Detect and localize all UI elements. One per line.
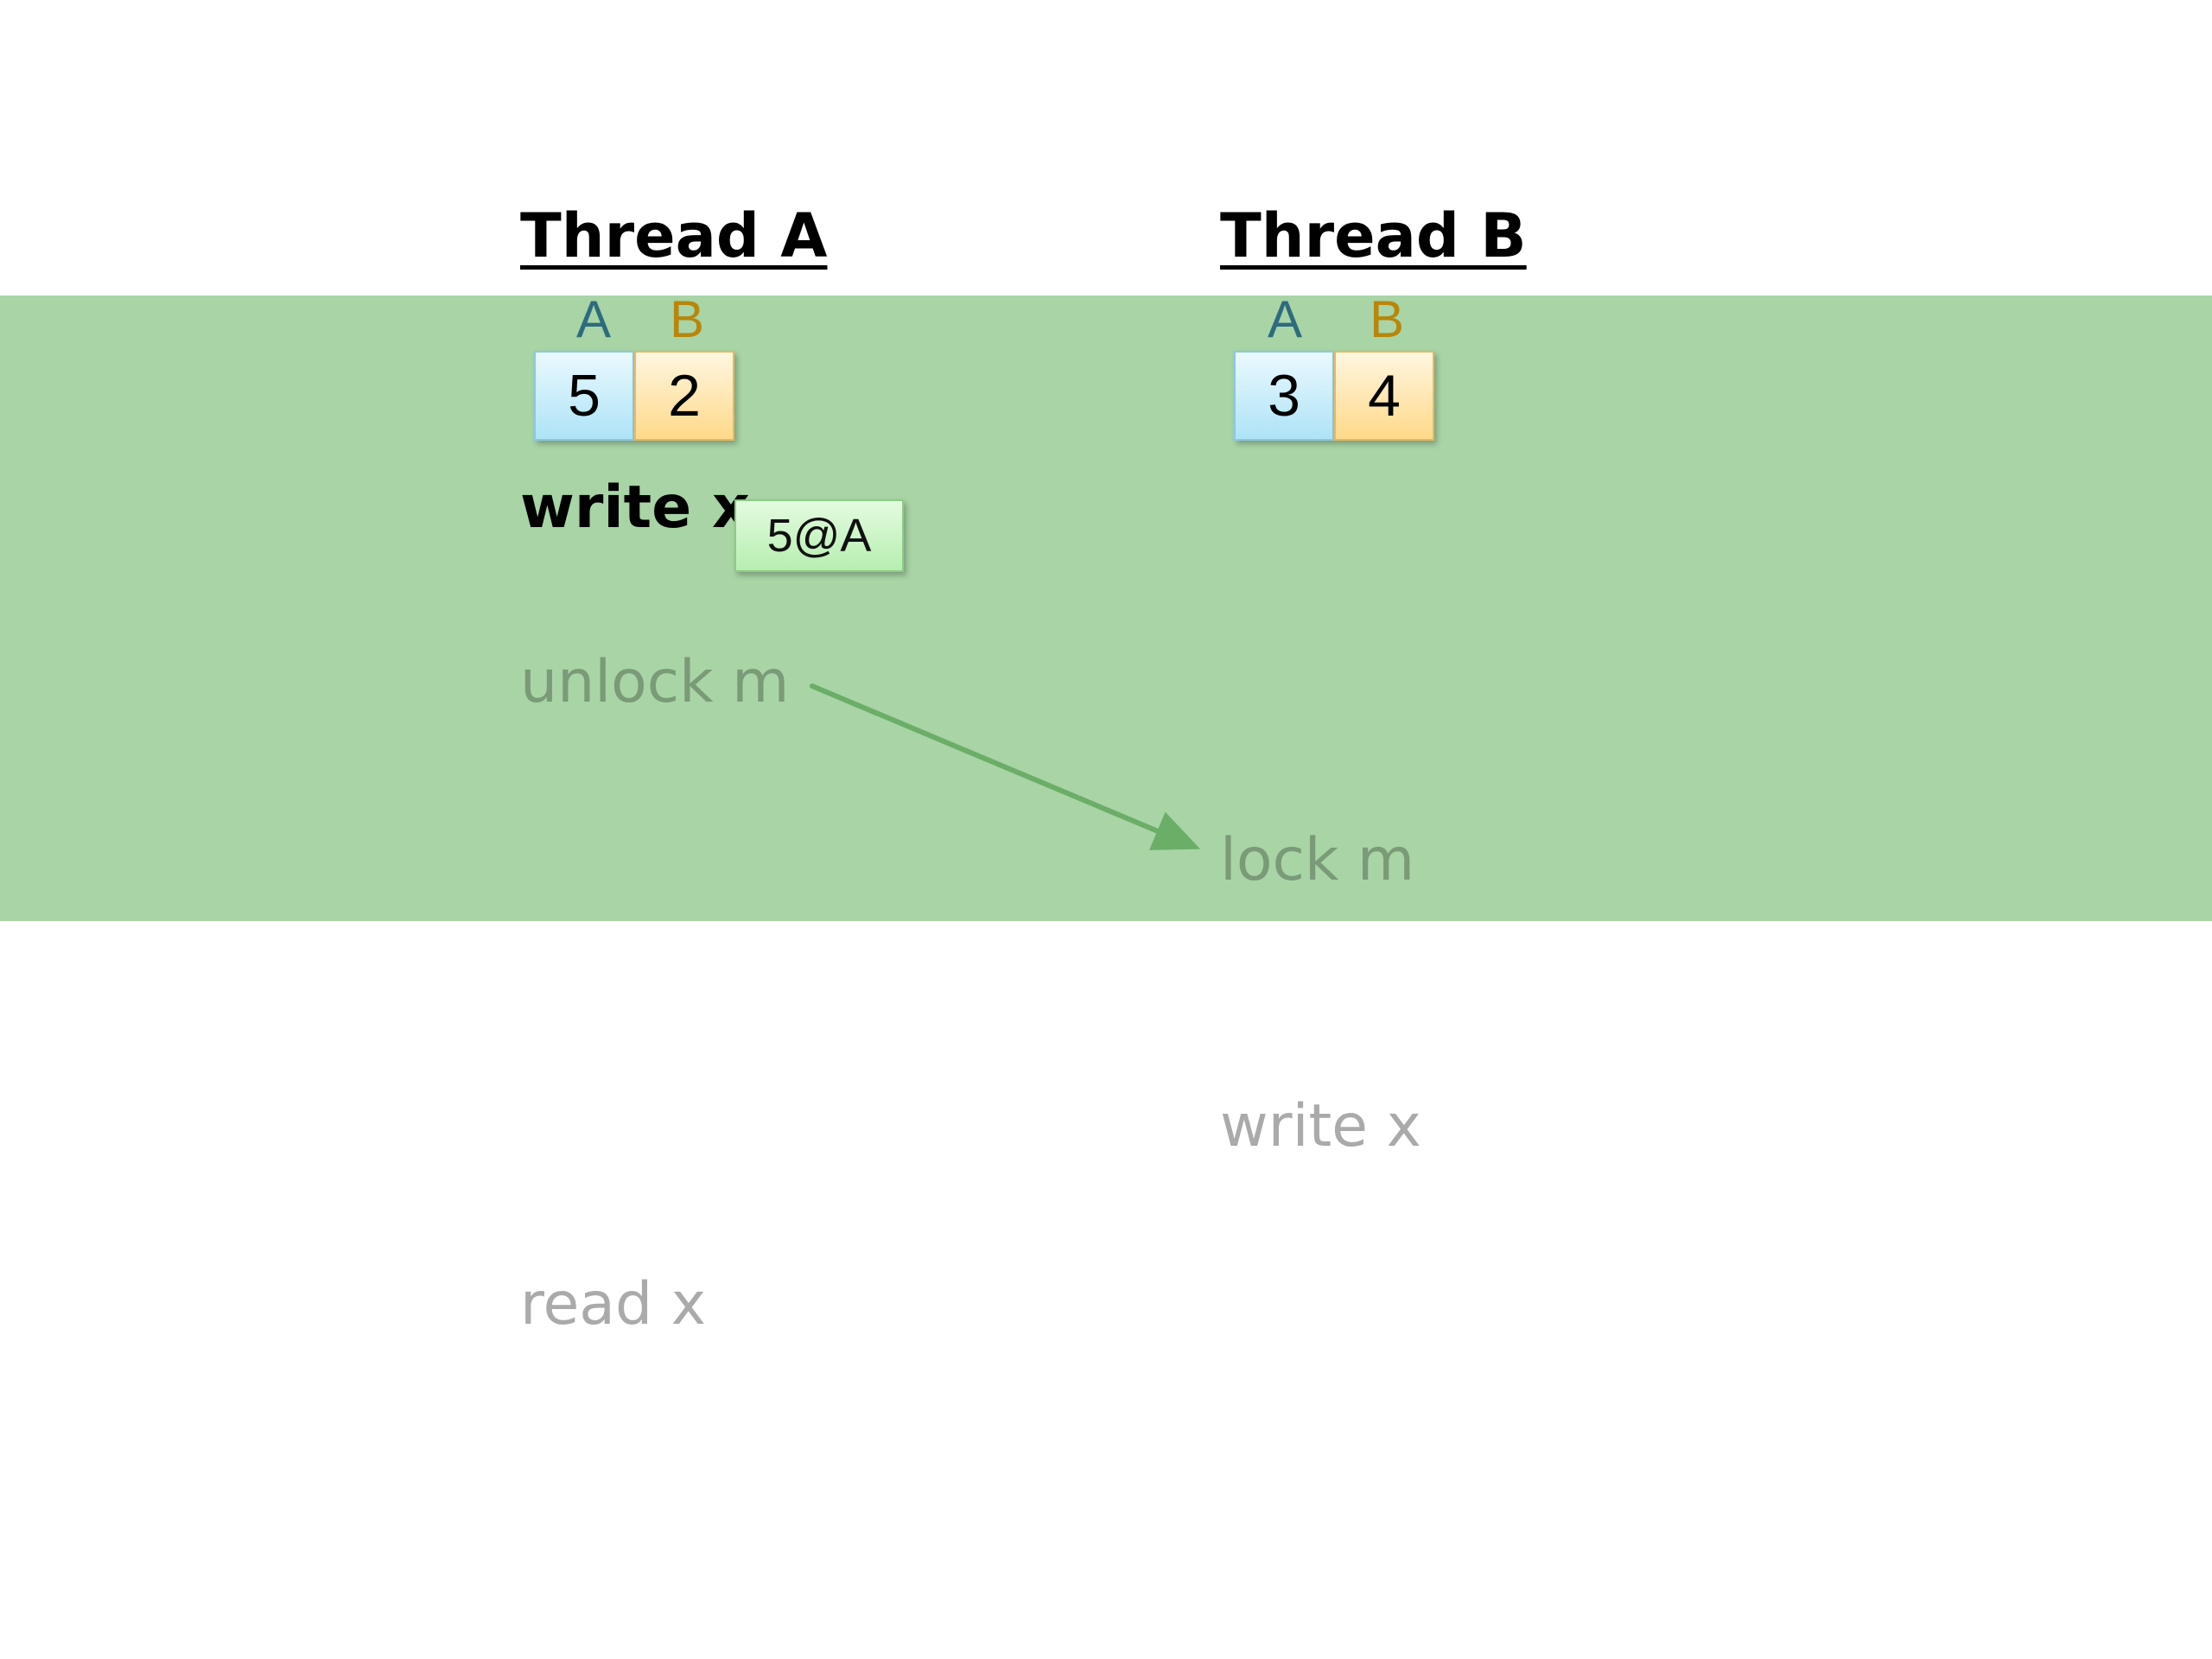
thread-a-clock-value-a: 5 <box>534 351 634 441</box>
write-epoch-tag: 5@A <box>734 499 904 572</box>
thread-a-title: Thread A <box>520 200 828 271</box>
thread-b-clock-value-b: 4 <box>1334 351 1434 441</box>
happens-before-band <box>0 296 2212 921</box>
thread-b-clock-label-a: A <box>1267 290 1303 348</box>
thread-b-title: Thread B <box>1220 200 1527 271</box>
thread-b-lock-m: lock m <box>1220 826 1415 894</box>
thread-b-write-x: write x <box>1220 1092 1421 1160</box>
thread-a-unlock-m: unlock m <box>520 648 790 716</box>
thread-a-clock-value-b: 2 <box>634 351 734 441</box>
thread-b-clock-label-b: B <box>1369 290 1405 348</box>
thread-b-clock-value-a: 3 <box>1234 351 1334 441</box>
thread-a-clock-label-a: A <box>575 290 612 348</box>
thread-a-write-x: write x <box>520 474 750 542</box>
thread-a-clock-label-b: B <box>669 290 705 348</box>
thread-a-read-x: read x <box>520 1270 706 1338</box>
